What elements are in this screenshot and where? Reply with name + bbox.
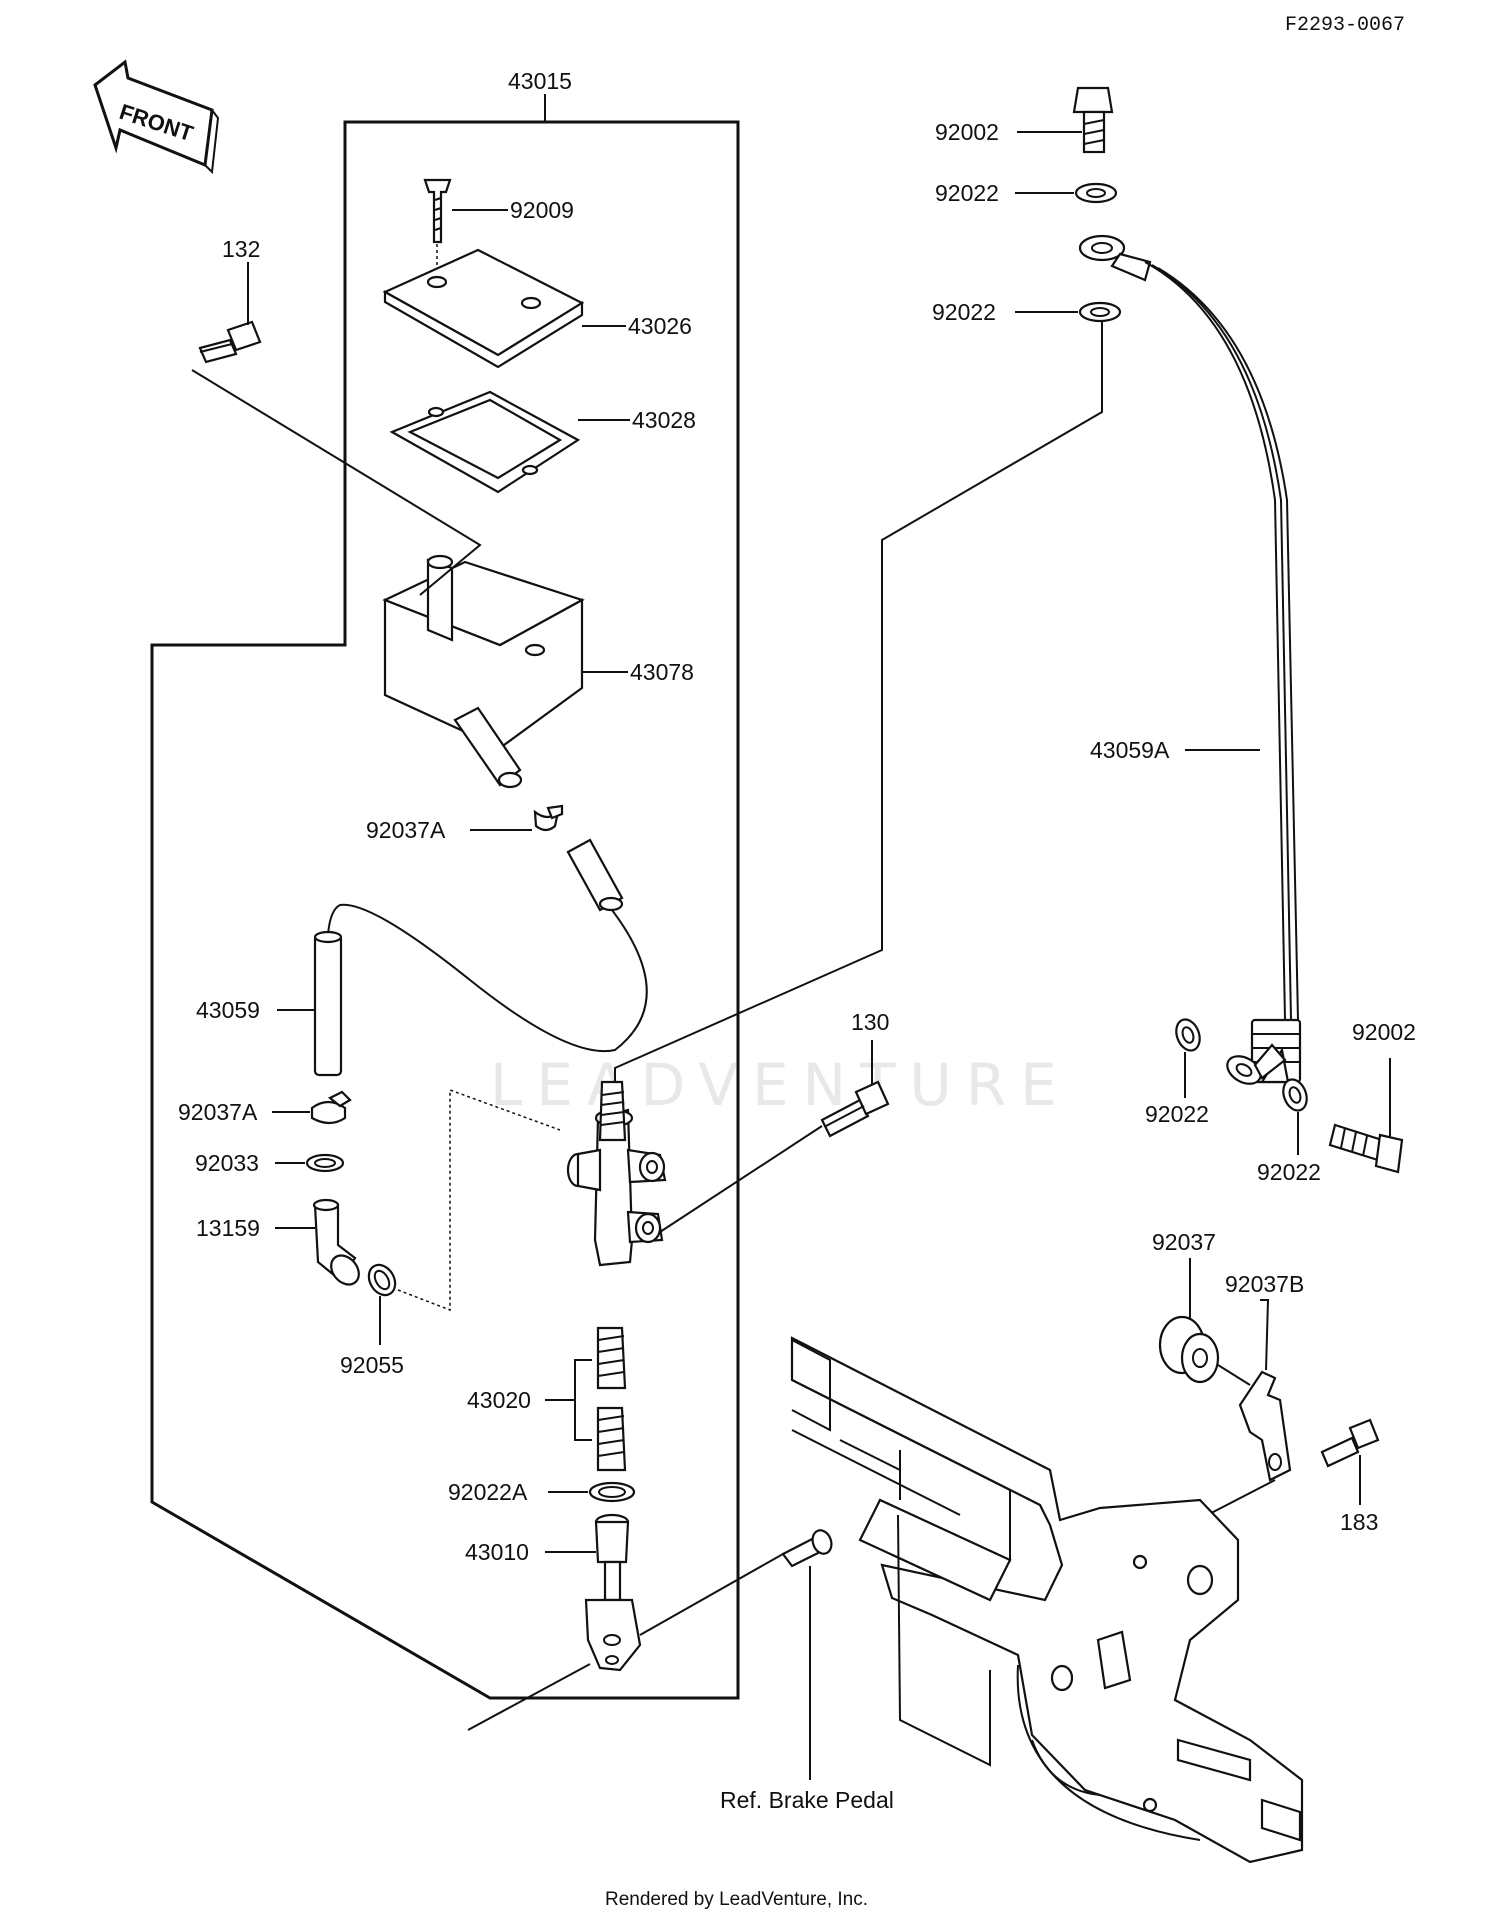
part-label-92002-low: 92002 [1352, 1019, 1416, 1045]
washer-92022-fourth [1282, 1078, 1308, 1112]
fitting-13159 [312, 1198, 360, 1286]
part-label-92022-a: 92022 [935, 180, 999, 206]
part-label-43028: 43028 [632, 407, 696, 433]
part-label-92055: 92055 [340, 1352, 404, 1378]
screw-92009 [423, 178, 452, 275]
banjo-bolt-92002-lower [1328, 1123, 1404, 1174]
brake-pedal-reference: Ref. Brake Pedal [720, 1787, 894, 1813]
front-label: FRONT [116, 99, 196, 146]
washer-92022-upper [1074, 182, 1118, 204]
clip-92033 [305, 1153, 345, 1173]
grommet-92037 [1158, 1315, 1220, 1384]
spring-43020-lower [596, 1406, 627, 1472]
part-label-43015: 43015 [508, 68, 572, 94]
reservoir-43078 [382, 554, 585, 789]
master-cylinder-body [566, 1108, 667, 1267]
reservoir-cap-43026 [382, 248, 585, 369]
bolt-132 [198, 320, 262, 364]
bolt-183 [1320, 1418, 1380, 1468]
part-label-92037B: 92037B [1225, 1271, 1304, 1297]
bolt-130 [820, 1080, 890, 1138]
part-label-183: 183 [1340, 1509, 1378, 1535]
watermark-text: LEADVENTURE [490, 1051, 1071, 1119]
part-label-13159: 13159 [196, 1215, 260, 1241]
assembly-43015-outline [150, 120, 740, 1700]
front-arrow-icon: FRONT [93, 59, 220, 175]
bracket-92037B [1238, 1370, 1292, 1482]
o-ring-92055 [367, 1263, 397, 1297]
spring-43020-upper [596, 1326, 627, 1390]
part-label-130: 130 [851, 1009, 889, 1035]
part-label-43026: 43026 [628, 313, 692, 339]
part-label-132: 132 [222, 236, 260, 262]
brake-hose-43059A [1078, 234, 1302, 1085]
frame-bracket [790, 1336, 1304, 1864]
figure-code: F2293-0067 [1285, 14, 1405, 37]
part-label-43010: 43010 [465, 1539, 529, 1565]
part-label-92037: 92037 [1152, 1229, 1216, 1255]
diaphragm-43028 [389, 390, 581, 494]
part-label-92022-d: 92022 [1257, 1159, 1321, 1185]
part-label-92037A-low: 92037A [178, 1099, 258, 1125]
part-label-43078: 43078 [630, 659, 694, 685]
part-label-92022-b: 92022 [932, 299, 996, 325]
part-label-92037A-top: 92037A [366, 817, 446, 843]
clevis-pin [781, 1529, 833, 1568]
part-label-43020: 43020 [467, 1387, 531, 1413]
hose-43059 [313, 838, 648, 1077]
clamp-92037A-upper [533, 804, 564, 832]
push-rod-43010 [584, 1513, 642, 1672]
piston-spring-43020 [598, 1080, 627, 1142]
clamp-92037A-lower [310, 1090, 352, 1125]
footer-credit: Rendered by LeadVenture, Inc. [605, 1889, 868, 1910]
circlip-92022A [588, 1481, 636, 1503]
part-label-43059: 43059 [196, 997, 260, 1023]
part-label-92002-top: 92002 [935, 119, 999, 145]
part-label-92022-c: 92022 [1145, 1101, 1209, 1127]
part-label-92033: 92033 [195, 1150, 259, 1176]
washer-92022-second [1078, 301, 1122, 323]
part-label-43059A: 43059A [1090, 737, 1170, 763]
part-label-92022A: 92022A [448, 1479, 528, 1505]
washer-92022-third [1175, 1018, 1201, 1052]
part-label-92009: 92009 [510, 197, 574, 223]
banjo-bolt-92002-upper [1072, 86, 1114, 154]
